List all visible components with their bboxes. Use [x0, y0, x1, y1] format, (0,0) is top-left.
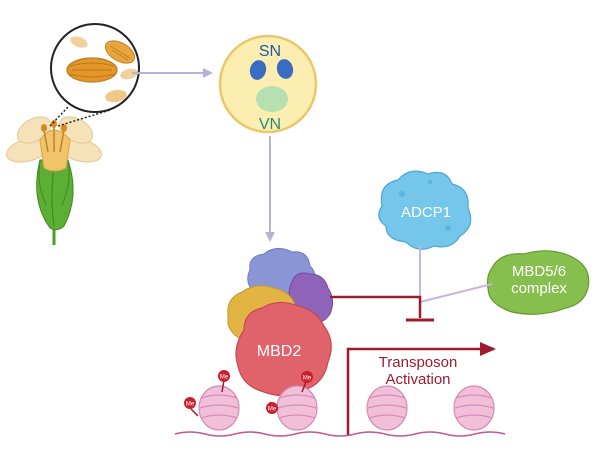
svg-text:Me: Me [220, 375, 229, 381]
vegetative-nucleus [256, 86, 288, 112]
zoom-line-left [49, 106, 69, 127]
sperm-nucleus-right [276, 59, 294, 79]
label-adcp1: ADCP1 [401, 204, 451, 221]
svg-text:Me: Me [303, 376, 312, 382]
complex-inhibition-line [330, 295, 422, 318]
methyl-tag: Me [266, 401, 279, 414]
pollen-grains-icon [50, 23, 140, 113]
label-transposon: Transposon [379, 354, 458, 371]
protein-complex-icon [227, 248, 334, 397]
label-mbd2: MBD2 [257, 343, 302, 360]
nucleosome-icon [198, 385, 240, 431]
methyl-tag: Me [301, 371, 313, 393]
svg-text:Me: Me [268, 407, 277, 413]
label-mbd56-line2: complex [511, 280, 567, 297]
adcp1-protein-icon [378, 170, 472, 250]
zoom-line-right [57, 109, 111, 127]
transcription-arrow [346, 342, 496, 436]
methyl-tag: Me [218, 370, 230, 393]
mbd56-complex-icon [486, 250, 590, 315]
svg-text:Me: Me [186, 402, 195, 408]
label-activation: Activation [385, 371, 450, 388]
mbd56-inhibition-line [419, 283, 493, 303]
methyl-tag: Me [184, 397, 199, 417]
sperm-nucleus-left [249, 60, 267, 80]
flower-icon [6, 116, 102, 245]
label-vn: VN [259, 116, 281, 133]
nucleosome-icon [453, 385, 495, 431]
nucleosome-icon [276, 385, 318, 431]
nucleosome-icon [366, 385, 408, 431]
pollen-cell-icon [218, 34, 318, 134]
label-mbd56-line1: MBD5/6 [512, 263, 566, 280]
dna-strand [174, 431, 506, 437]
label-sn: SN [259, 43, 281, 60]
